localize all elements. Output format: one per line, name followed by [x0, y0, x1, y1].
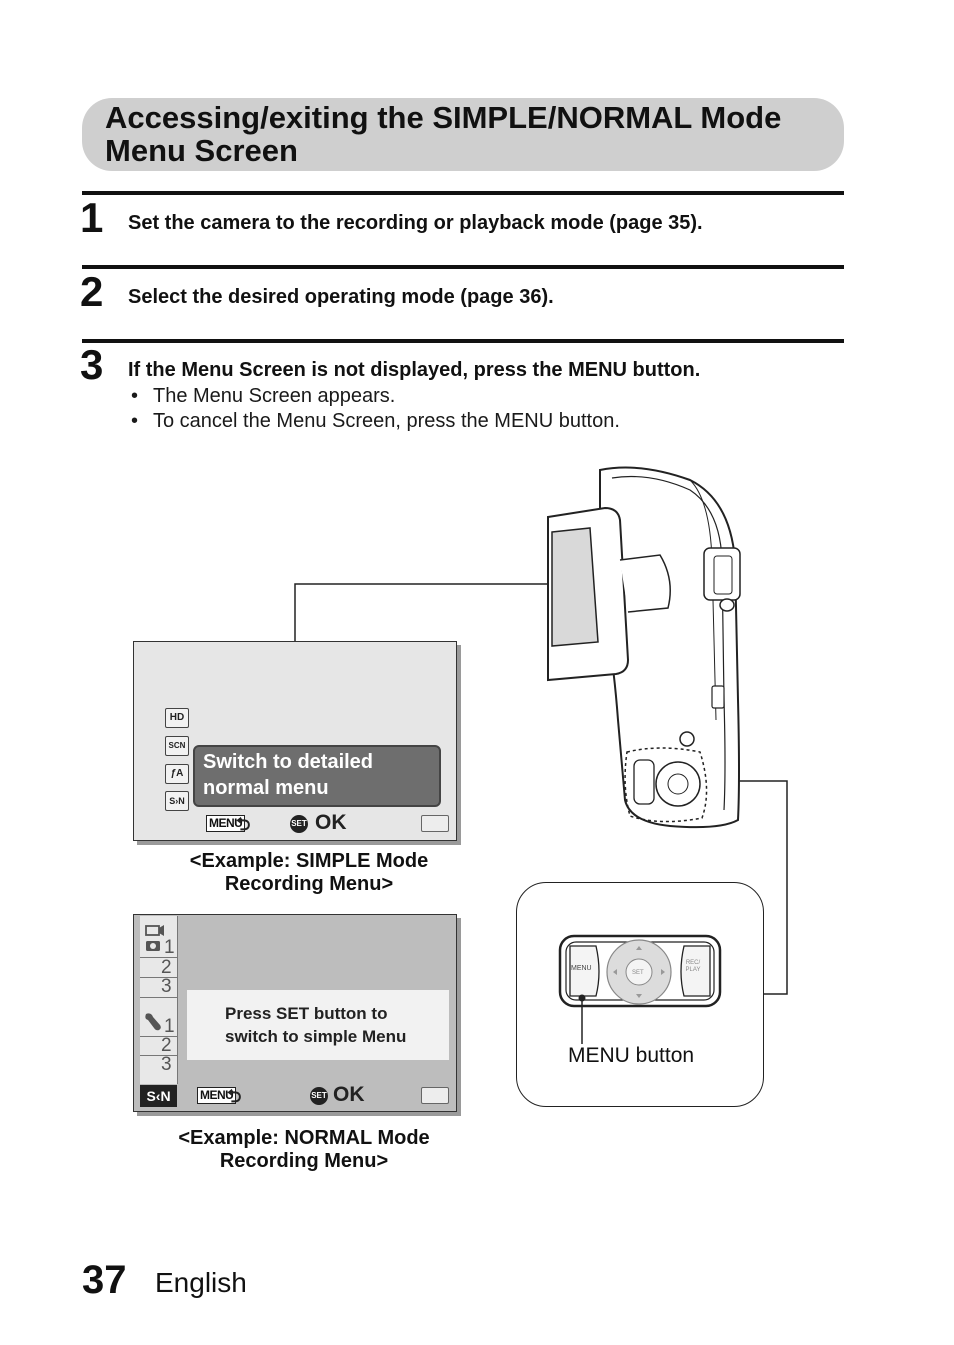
rec-play-label: REC/ PLAY — [685, 960, 701, 973]
step-3-bullet: • To cancel the Menu Screen, press the ME… — [131, 409, 620, 433]
step-1-number: 1 — [80, 194, 104, 241]
set-key-icon: SET — [290, 815, 308, 833]
simple-normal-switch-icon: S›N — [165, 791, 189, 811]
tab-divider — [140, 957, 177, 958]
normal-message-text: Press SET button to switch to simple Men… — [225, 1004, 407, 1046]
menu-button-shape — [569, 945, 600, 997]
menu-button-label: MENU button — [568, 1044, 695, 1067]
normal-screen-caption: <Example: NORMAL Mode Recording Menu> — [178, 1127, 430, 1172]
menu-button-pointer — [578, 994, 586, 1044]
tooltip-text: Switch to detailed normal menu — [203, 751, 374, 799]
tab-divider — [140, 977, 177, 978]
tab-number: 1 — [164, 1016, 175, 1037]
bullet-text: The Menu Screen appears. — [153, 385, 396, 407]
video-camera-icon — [145, 925, 164, 951]
scene-icon: SCN — [165, 736, 189, 756]
tab-number: 3 — [161, 1054, 172, 1075]
set-button-shape — [625, 958, 653, 986]
tab-divider — [140, 1055, 177, 1056]
set-key-icon: SET — [310, 1087, 328, 1105]
tab-number: 1 — [164, 937, 175, 958]
step-2-text: Select the desired operating mode (page … — [128, 286, 554, 308]
step-2-number: 2 — [80, 268, 104, 315]
flash-auto-icon: ƒA — [165, 764, 189, 784]
simple-normal-mode-badge: S‹N — [140, 1085, 177, 1107]
hd-icon: HD — [165, 708, 189, 728]
step-3-text: If the Menu Screen is not displayed, pre… — [128, 359, 701, 381]
bullet-dot: • — [131, 410, 139, 432]
page-number: 37 — [82, 1258, 127, 1302]
step-1-rule — [82, 191, 844, 195]
return-icon: ⮌ — [236, 814, 251, 834]
wrench-icon — [145, 1013, 161, 1031]
tab-number: 2 — [161, 1035, 172, 1056]
menu-key-small-label: MENU — [571, 965, 592, 972]
normal-message-box — [187, 990, 449, 1060]
step-3-bullet: • The Menu Screen appears. — [131, 384, 395, 408]
bullet-dot: • — [131, 385, 139, 407]
tab-divider — [140, 1036, 177, 1037]
bullet-text: To cancel the Menu Screen, press the MEN… — [153, 410, 620, 432]
section-title: Accessing/exiting the SIMPLE/NORMAL Mode… — [105, 100, 782, 168]
menu-key-icon: MENU — [206, 815, 246, 832]
tooltip-box — [193, 745, 441, 807]
menu-key-icon: MENU — [197, 1087, 237, 1104]
tab-number: 3 — [161, 976, 172, 997]
tab-divider — [140, 997, 177, 998]
step-1-text: Set the camera to the recording or playb… — [128, 212, 703, 234]
camera-lcd — [547, 506, 671, 682]
page-language: English — [155, 1267, 247, 1298]
set-small-label: SET — [632, 970, 644, 976]
simple-screen-caption: <Example: SIMPLE Mode Recording Menu> — [189, 850, 429, 895]
control-pad-illustration — [558, 934, 722, 1008]
tab-number: 2 — [161, 957, 172, 978]
step-3-number: 3 — [80, 341, 104, 388]
step-2-rule — [82, 265, 844, 269]
connector-line — [294, 583, 568, 641]
rec-play-button-shape — [680, 945, 711, 997]
connector-line — [704, 780, 788, 995]
ok-label: OK — [315, 811, 347, 834]
battery-icon — [421, 1087, 449, 1104]
ok-label: OK — [333, 1083, 365, 1106]
return-icon: ⮌ — [227, 1086, 242, 1106]
step-3-rule — [82, 339, 844, 343]
section-title-bar — [82, 98, 844, 171]
battery-icon — [421, 815, 449, 832]
